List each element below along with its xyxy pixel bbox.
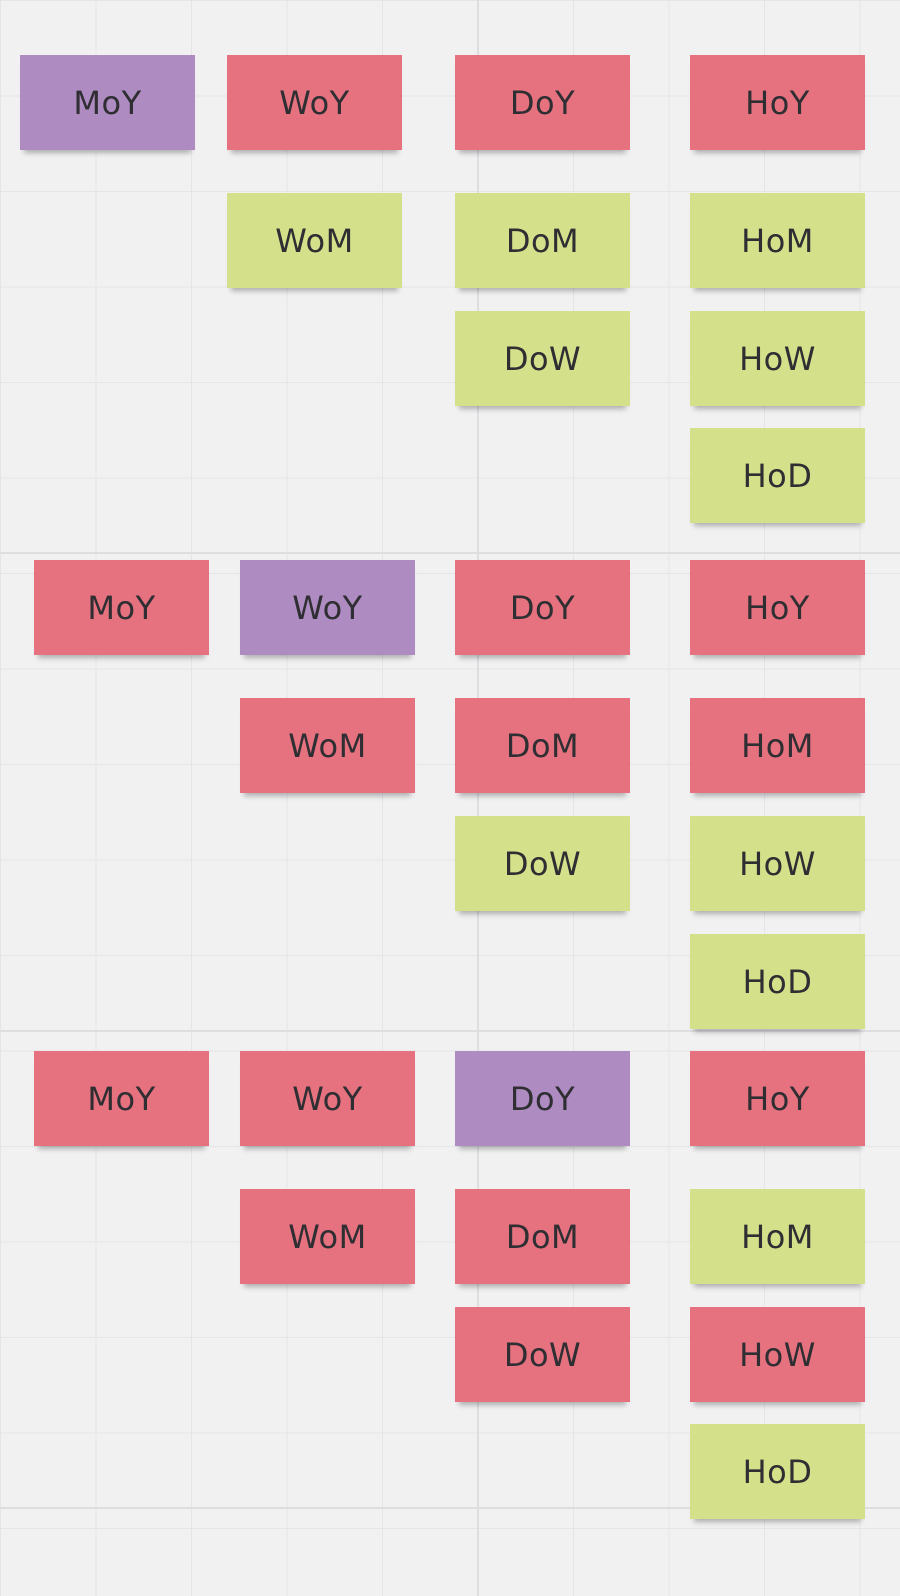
sticky-note-hoy[interactable]: HoY — [690, 1051, 865, 1146]
sticky-note-moy[interactable]: MoY — [20, 55, 195, 150]
sticky-note-how[interactable]: HoW — [690, 311, 865, 406]
sticky-note-woy[interactable]: WoY — [227, 55, 402, 150]
grid-line — [0, 552, 900, 554]
sticky-note-wom[interactable]: WoM — [227, 193, 402, 288]
sticky-note-hom[interactable]: HoM — [690, 1189, 865, 1284]
grid-line — [477, 0, 479, 1596]
grid-line — [0, 1030, 900, 1032]
sticky-note-wom[interactable]: WoM — [240, 1189, 415, 1284]
sticky-note-dow[interactable]: DoW — [455, 311, 630, 406]
sticky-note-hod[interactable]: HoD — [690, 934, 865, 1029]
sticky-note-hoy[interactable]: HoY — [690, 55, 865, 150]
sticky-note-how[interactable]: HoW — [690, 1307, 865, 1402]
sticky-note-dom[interactable]: DoM — [455, 698, 630, 793]
sticky-note-dom[interactable]: DoM — [455, 1189, 630, 1284]
sticky-note-dow[interactable]: DoW — [455, 816, 630, 911]
sticky-note-dom[interactable]: DoM — [455, 193, 630, 288]
sticky-note-doy[interactable]: DoY — [455, 1051, 630, 1146]
sticky-note-moy[interactable]: MoY — [34, 1051, 209, 1146]
sticky-note-hod[interactable]: HoD — [690, 428, 865, 523]
sticky-note-hom[interactable]: HoM — [690, 698, 865, 793]
sticky-note-dow[interactable]: DoW — [455, 1307, 630, 1402]
sticky-note-doy[interactable]: DoY — [455, 560, 630, 655]
sticky-note-woy[interactable]: WoY — [240, 560, 415, 655]
sticky-note-hoy[interactable]: HoY — [690, 560, 865, 655]
sticky-note-hod[interactable]: HoD — [690, 1424, 865, 1519]
sticky-note-how[interactable]: HoW — [690, 816, 865, 911]
sticky-note-hom[interactable]: HoM — [690, 193, 865, 288]
sticky-note-doy[interactable]: DoY — [455, 55, 630, 150]
sticky-note-wom[interactable]: WoM — [240, 698, 415, 793]
sticky-note-woy[interactable]: WoY — [240, 1051, 415, 1146]
grid-line — [0, 1507, 900, 1509]
sticky-note-moy[interactable]: MoY — [34, 560, 209, 655]
